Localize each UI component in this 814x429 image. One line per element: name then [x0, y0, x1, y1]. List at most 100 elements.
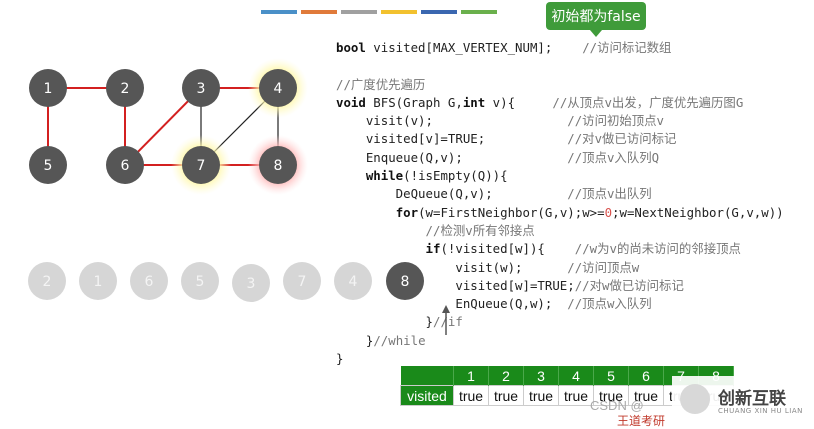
- code-line: void BFS(Graph G,int v){ //从顶点v出发，广度优先遍历…: [336, 95, 743, 110]
- code-token: (w=FirstNeighbor(G,v);w>=: [418, 204, 605, 220]
- code-token: //顶点v入队列Q: [567, 149, 660, 165]
- code-token: }: [336, 314, 433, 330]
- queue-label: 2: [43, 274, 52, 290]
- queue-circle: [334, 262, 372, 300]
- queue-label: 4: [349, 274, 358, 290]
- visited-index: 4: [558, 366, 594, 386]
- code-token: //广度优先遍历: [336, 76, 426, 92]
- code-line: //检测v所有邻接点: [336, 223, 535, 238]
- color-bar-segment: [261, 10, 297, 14]
- queue-item: 7: [283, 262, 321, 300]
- visited-index: 5: [593, 366, 629, 386]
- queue-label: 5: [196, 274, 205, 290]
- queue-label: 8: [401, 274, 410, 290]
- vertex-5: 5: [29, 146, 67, 184]
- code-token: //从顶点v出发，广度优先遍历图G: [552, 94, 744, 110]
- visited-value: true: [453, 385, 489, 406]
- vertex-6: 6: [106, 146, 144, 184]
- brand-logo: 创新互联 CHUANG XIN HU LIAN: [672, 376, 814, 428]
- queue-circle: [386, 262, 424, 300]
- vertex-label: 2: [121, 81, 130, 97]
- code-token: //顶点w入队列: [567, 296, 652, 312]
- vertex-4: 4: [259, 69, 297, 107]
- code-line: visited[w]=TRUE;//对w做已访问标记: [336, 278, 684, 293]
- visited-value: true: [488, 385, 524, 406]
- source-watermark: 王道考研: [617, 414, 666, 428]
- vertex-circle: [259, 146, 297, 184]
- code-line: if(!visited[w]){ //w为v的尚未访问的邻接顶点: [336, 241, 741, 256]
- code-token: //顶点v出队列: [567, 186, 652, 202]
- visited-label: visited: [400, 385, 454, 406]
- code-token: //while: [373, 332, 426, 348]
- logo-subtitle: CHUANG XIN HU LIAN: [718, 407, 803, 415]
- up-arrow-icon: [442, 305, 450, 335]
- queue-label: 7: [298, 274, 307, 290]
- code-token: if: [425, 241, 441, 257]
- vertex-7: 7: [182, 146, 220, 184]
- code-token: //访问标记数组: [582, 40, 672, 55]
- code-line: DeQueue(Q,v); //顶点v出队列: [336, 186, 652, 201]
- code-line: for(w=FirstNeighbor(G,v);w>=0;w=NextNeig…: [336, 205, 784, 220]
- code-token: BFS(Graph G,: [365, 94, 463, 110]
- queue-circle: [130, 262, 168, 300]
- bfs-code-block: bool visited[MAX_VERTEX_NUM]; //访问标记数组 /…: [336, 39, 784, 368]
- color-bar-segment: [421, 10, 457, 14]
- code-token: [336, 241, 426, 256]
- code-line: Enqueue(Q,v); //顶点v入队列Q: [336, 150, 659, 165]
- queue-label: 1: [94, 274, 103, 290]
- queue-item: 5: [181, 262, 219, 300]
- queue-item: 3: [232, 264, 270, 302]
- queue-item: 8: [386, 262, 424, 300]
- code-token: (!visited[w]){: [440, 241, 575, 257]
- visited-value: true: [628, 385, 664, 406]
- visited-index: 2: [488, 366, 524, 386]
- visited-value: true: [523, 385, 559, 406]
- vertex-label: 4: [274, 81, 283, 97]
- code-line: visited[v]=TRUE; //对v做已访问标记: [336, 131, 677, 147]
- vertex-circle: [259, 69, 297, 107]
- code-token: //访问初始顶点v: [567, 113, 664, 129]
- bfs-queue: 2 1 6 5 3 7 4 8: [28, 262, 424, 302]
- code-token: visited[v]=TRUE;: [336, 131, 568, 147]
- vertex-2: 2: [106, 69, 144, 107]
- visited-index: 1: [453, 366, 489, 386]
- code-token: int: [462, 94, 486, 110]
- queue-item: 4: [334, 262, 372, 300]
- code-token: visit(v);: [336, 113, 568, 129]
- code-token: //对w做已访问标记: [574, 277, 684, 293]
- vertex-label: 7: [197, 158, 206, 174]
- code-line: }//if: [336, 314, 463, 329]
- color-bar-segment: [301, 10, 337, 14]
- code-token: v){: [485, 94, 553, 110]
- vertex-circle: [29, 146, 67, 184]
- code-token: [336, 168, 366, 183]
- code-token: [336, 223, 426, 238]
- code-token: visit(w);: [336, 259, 568, 275]
- graph-edges: [47, 87, 279, 166]
- vertex-circle: [182, 146, 220, 184]
- queue-label: 6: [145, 274, 154, 290]
- code-token: bool: [336, 40, 366, 55]
- vertex-label: 6: [121, 158, 130, 174]
- vertex-1: 1: [29, 69, 67, 107]
- code-token: //if: [432, 314, 463, 330]
- code-token: [336, 205, 396, 220]
- color-bar-segment: [341, 10, 377, 14]
- queue-circle: [232, 264, 270, 302]
- visited-value: true: [593, 385, 629, 406]
- csdn-watermark: CSDN @: [590, 398, 644, 413]
- vertex-label: 3: [197, 81, 206, 97]
- queue-item: 2: [28, 262, 66, 300]
- code-token: visited[MAX_VERTEX_NUM];: [365, 40, 583, 55]
- code-line: //广度优先遍历: [336, 77, 425, 92]
- vertex-circle: [182, 69, 220, 107]
- queue-circle: [283, 262, 321, 300]
- visited-index: 3: [523, 366, 559, 386]
- code-token: //w为v的尚未访问的邻接顶点: [574, 241, 741, 257]
- queue-circle: [79, 262, 117, 300]
- code-line: while(!isEmpty(Q)){: [336, 168, 508, 183]
- queue-circle: [28, 262, 66, 300]
- code-line: visit(v); //访问初始顶点v: [336, 113, 664, 128]
- queue-label: 3: [247, 276, 256, 292]
- vertex-circle: [106, 69, 144, 107]
